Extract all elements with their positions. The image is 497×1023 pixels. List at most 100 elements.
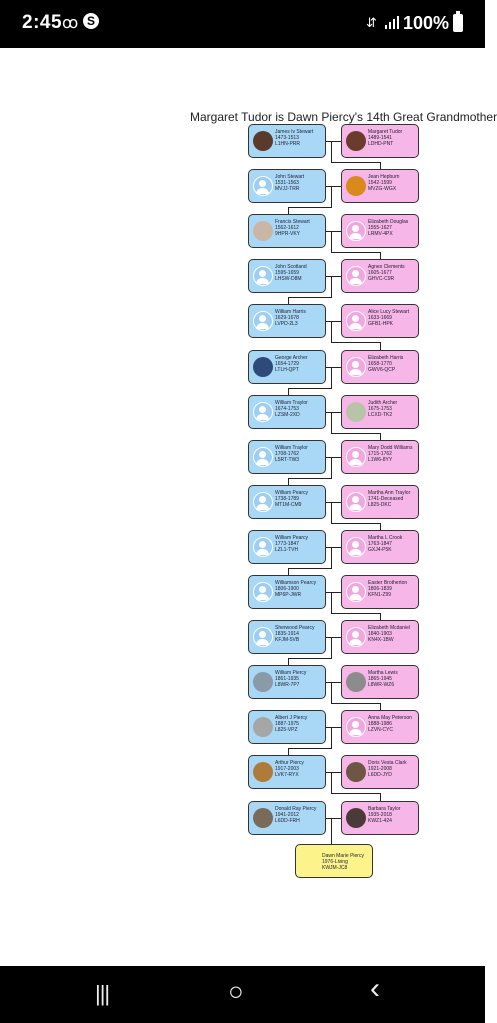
- person-id: MT1M-CM9: [275, 502, 302, 508]
- person-years: 1865-1945: [368, 676, 392, 682]
- connector-line: [331, 412, 341, 414]
- battery-icon: [453, 11, 463, 32]
- portrait-photo-icon: [253, 762, 273, 782]
- connector-line: [331, 727, 333, 748]
- back-icon[interactable]: ‹: [370, 972, 380, 1005]
- data-arrows-icon: ⇵: [366, 15, 377, 30]
- female-silhouette-icon: [346, 627, 366, 647]
- person-id: L1HN-PRR: [275, 141, 301, 147]
- female-silhouette-icon: [346, 357, 366, 377]
- person-name: Francis Stewart: [275, 219, 310, 225]
- female-silhouette-icon: [346, 266, 366, 286]
- connector-line: [331, 433, 381, 435]
- portrait-photo-icon: [346, 672, 366, 692]
- person-years: 1473-1513: [275, 135, 299, 141]
- connector-line: [288, 748, 332, 750]
- person-years: 1773-1847: [275, 541, 299, 547]
- female-silhouette-icon: [346, 582, 366, 602]
- connector-line: [380, 613, 382, 620]
- person-id: L8WR-WZ6: [368, 682, 395, 688]
- person-id: LDHD-PNT: [368, 141, 394, 147]
- connector-line: [331, 818, 341, 820]
- male-silhouette-icon: [253, 537, 273, 557]
- connector-line: [380, 342, 382, 350]
- male-silhouette-icon: [253, 402, 273, 422]
- male-silhouette-icon: [253, 447, 273, 467]
- subject-card[interactable]: Dawn Marie Piercy 1976-Living KWJM-JC8: [295, 844, 373, 878]
- person-name: Barbara Taylor: [368, 806, 401, 812]
- status-time: 2:45: [22, 12, 63, 33]
- signal-bars-icon: [384, 14, 400, 35]
- subject-text: Dawn Marie Piercy 1976-Living KWJM-JC8: [322, 853, 364, 871]
- female-silhouette-icon: [346, 447, 366, 467]
- home-icon[interactable]: ○: [228, 976, 244, 1006]
- person-years: 1654-1729: [275, 361, 299, 367]
- recents-icon[interactable]: |||: [95, 981, 110, 1006]
- person-name: Martha L Crook: [368, 535, 403, 541]
- connector-line: [326, 727, 331, 729]
- female-silhouette-icon: [346, 311, 366, 331]
- connector-line: [331, 141, 333, 162]
- connector-line: [331, 592, 333, 613]
- person-name: Mary Dodd Williams: [368, 445, 413, 451]
- portrait-photo-icon: [253, 131, 273, 151]
- female-silhouette-icon: [346, 717, 366, 737]
- person-id: LCXD-TK2: [368, 412, 393, 418]
- connector-line: [288, 297, 332, 299]
- person-name: Jean Hepburn: [368, 174, 400, 180]
- person-years: 1605-1677: [368, 270, 392, 276]
- connector-line: [288, 658, 332, 660]
- person-id: MVJJ-TRR: [275, 186, 300, 192]
- male-silhouette-icon: [253, 582, 273, 602]
- s-notification-icon: S: [83, 13, 99, 29]
- person-years: 1738-1789: [275, 496, 299, 502]
- person-years: 1935-2018: [368, 812, 392, 818]
- connector-line: [331, 457, 341, 459]
- connector-line: [331, 682, 333, 703]
- connector-line: [331, 523, 381, 525]
- person-name: Arthur Piercy: [275, 760, 304, 766]
